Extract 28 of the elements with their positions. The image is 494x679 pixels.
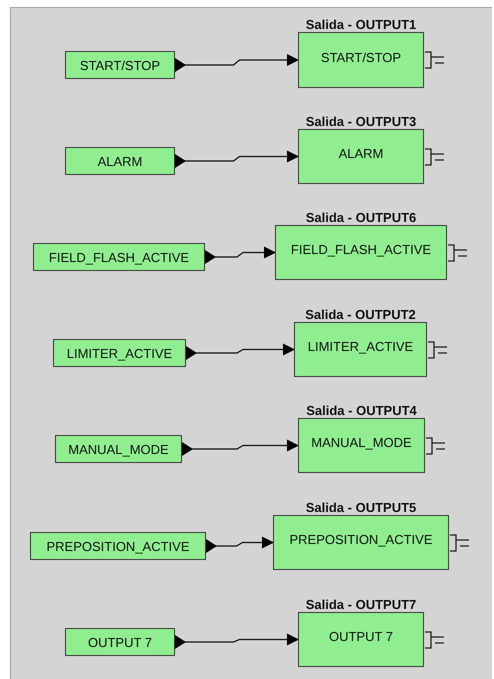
connector-arrow <box>206 536 274 553</box>
block-heading: Salida - OUTPUT7 <box>306 597 416 612</box>
connector-arrow <box>175 54 299 72</box>
block-heading: Salida - OUTPUT2 <box>305 307 416 322</box>
block-heading: Salida - OUTPUT1 <box>306 17 416 32</box>
connector-arrow <box>205 246 276 264</box>
input-block: ALARM <box>65 147 175 175</box>
input-block: LIMITER_ACTIVE <box>53 339 186 367</box>
block-label: FIELD_FLASH_ACTIVE <box>290 242 432 257</box>
input-block: FIELD_FLASH_ACTIVE <box>33 243 205 271</box>
connector-arrow <box>175 150 299 168</box>
connector-arrow <box>186 344 295 360</box>
block-label: ALARM <box>338 146 384 161</box>
input-block: PREPOSITION_ACTIVE <box>30 532 206 560</box>
block-label: START/STOP <box>320 50 402 64</box>
input-block: OUTPUT 7 <box>65 628 175 656</box>
connector-arrow <box>182 440 299 456</box>
block-label: OUTPUT 7 <box>328 629 394 644</box>
input-block: MANUAL_MODE <box>55 435 182 463</box>
block-heading: Salida - OUTPUT3 <box>306 114 416 129</box>
connector-arrow <box>175 634 299 649</box>
block-label: PREPOSITION_ACTIVE <box>289 532 433 547</box>
block-heading: Salida - OUTPUT4 <box>306 403 417 418</box>
input-block: START/STOP <box>65 51 175 79</box>
block-label: MANUAL_MODE <box>311 435 412 450</box>
block-heading: Salida - OUTPUT5 <box>306 500 416 515</box>
block-label: LIMITER_ACTIVE <box>308 339 414 354</box>
block-heading: Salida - OUTPUT6 <box>306 210 416 225</box>
